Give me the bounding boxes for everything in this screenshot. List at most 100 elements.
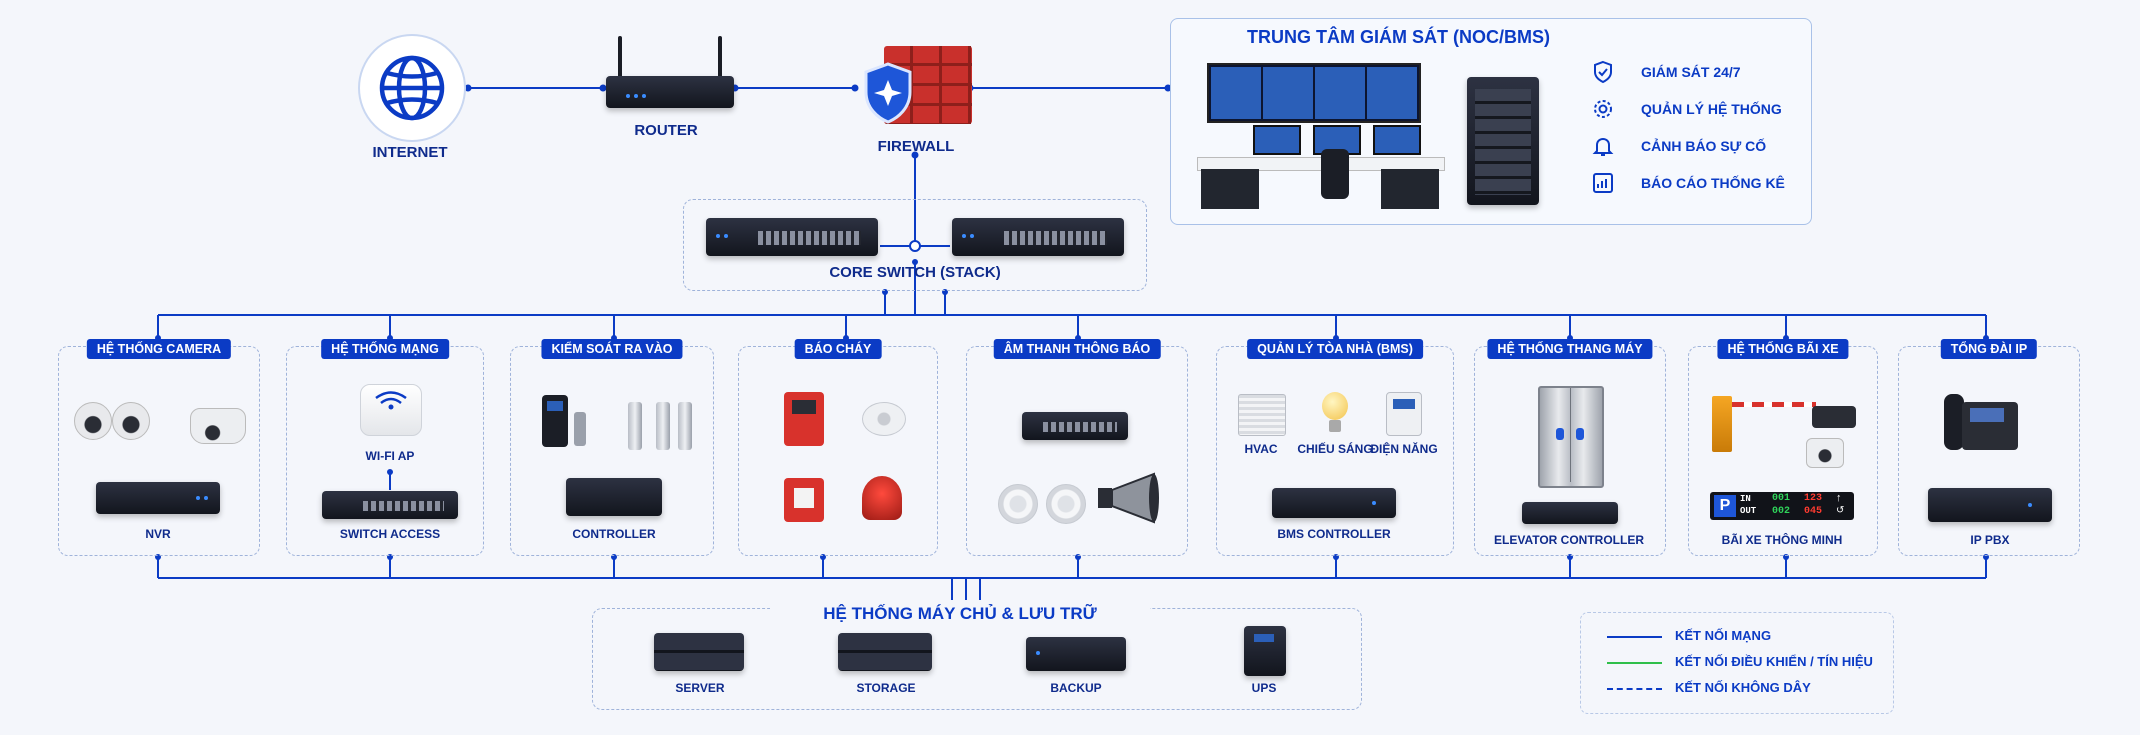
parking-in-free: 123: [1804, 493, 1823, 504]
router-icon: [606, 36, 734, 110]
bms-controller-icon: [1272, 488, 1396, 518]
ip-pbx-icon: [1928, 488, 2052, 522]
horn-speaker-icon: [1098, 472, 1159, 524]
control-desk-icon: [1381, 169, 1439, 209]
ceiling-speaker-icon: [1046, 484, 1086, 524]
bell-icon: [1592, 137, 1614, 156]
legend-label: KẾT NỐI ĐIỀU KHIỂN / TÍN HIỆU: [1675, 654, 1873, 669]
legend-solid-blue-line: [1607, 636, 1662, 638]
shield-icon: [1594, 60, 1612, 84]
lpr-camera-icon: [1806, 438, 1844, 468]
dome-camera-icon: [190, 408, 246, 444]
card-reader-icon: [542, 395, 568, 447]
nvr-label: NVR: [145, 527, 171, 541]
smart-parking-label: BÃI XE THÔNG MINH: [1721, 533, 1843, 547]
storage-title: HỆ THỐNG MÁY CHỦ & LƯU TRỮ: [770, 604, 1150, 624]
access-switch-icon: [322, 491, 458, 519]
barrier-gate-icon: [1712, 392, 1816, 452]
storage-item-label: UPS: [1251, 681, 1277, 695]
report-chart-icon: [1593, 173, 1613, 193]
core-switch-2-icon: [952, 218, 1124, 256]
panel-title: HỆ THỐNG BÃI XE: [1717, 339, 1849, 359]
light-bulb-icon: [1320, 392, 1350, 436]
core-switch-1-icon: [706, 218, 878, 256]
turnstile-icon: [628, 398, 694, 450]
panel-ip-pbx: TỔNG ĐÀI IP: [1898, 339, 2080, 556]
noc-item-label: BÁO CÁO THỐNG KÊ: [1641, 175, 1785, 191]
parking-out-count: 002: [1772, 506, 1791, 517]
manual-call-point-icon: [784, 478, 824, 522]
parking-in-label: IN: [1740, 494, 1751, 504]
panel-public-address: ÂM THANH THÔNG BÁO: [966, 339, 1188, 556]
wifi-access-point-icon: [360, 384, 422, 436]
lighting-label: CHIẾU SÁNG: [1297, 442, 1373, 456]
access-controller-icon: [566, 478, 662, 516]
panel-title: KIỂM SOÁT RA VÀO: [541, 339, 683, 359]
amplifier-icon: [1022, 412, 1128, 440]
panel-bms: QUẢN LÝ TÒA NHÀ (BMS): [1216, 339, 1454, 556]
video-wall-icon: [1207, 63, 1421, 123]
ptz-camera-icon: [74, 402, 112, 440]
panel-title: ÂM THANH THÔNG BÁO: [993, 339, 1161, 359]
fire-alarm-panel-icon: [784, 392, 824, 446]
panel-title: QUẢN LÝ TÒA NHÀ (BMS): [1247, 339, 1423, 359]
controller-label: CONTROLLER: [572, 527, 656, 541]
noc-item-label: GIÁM SÁT 24/7: [1641, 64, 1741, 80]
storage-item-label: STORAGE: [856, 681, 916, 695]
panel-fire-alarm: BÁO CHÁY: [738, 339, 938, 556]
lpr-camera-icon: [1812, 406, 1856, 428]
power-meter-icon: [1386, 392, 1422, 436]
server-rack-icon: [1467, 77, 1539, 205]
legend-row: KẾT NỐI KHÔNG DÂY: [1607, 679, 1887, 699]
legend: KẾT NỐI MẠNG KẾT NỐI ĐIỀU KHIỂN / TÍN HI…: [1580, 612, 1894, 714]
legend-solid-green-line: [1607, 662, 1662, 664]
internet-globe-icon: [358, 34, 466, 142]
noc-item-label: QUẢN LÝ HỆ THỐNG: [1641, 101, 1782, 117]
monitor-icon: [1253, 125, 1301, 155]
control-desk-icon: [1201, 169, 1259, 209]
internet-label: INTERNET: [372, 144, 448, 161]
ptz-camera-icon: [112, 402, 150, 440]
panel-title: HỆ THỐNG THANG MÁY: [1487, 339, 1653, 359]
switch-access-label: SWITCH ACCESS: [339, 527, 441, 541]
fire-siren-icon: [862, 476, 902, 520]
ceiling-speaker-icon: [998, 484, 1038, 524]
elevator-controller-icon: [1522, 502, 1618, 524]
hvac-label: HVAC: [1244, 442, 1278, 456]
panel-network-system: HỆ THỐNG MẠNG: [286, 339, 484, 556]
card-reader-icon: [574, 412, 586, 446]
router-label: ROUTER: [634, 122, 698, 139]
firewall-label: FIREWALL: [877, 138, 955, 155]
firewall-icon: [862, 42, 972, 128]
gear-icon: [1594, 100, 1612, 118]
panel-parking: HỆ THỐNG BÃI XE: [1688, 339, 1878, 556]
legend-label: KẾT NỐI KHÔNG DÂY: [1675, 680, 1811, 695]
loop-icon: ↺: [1836, 505, 1845, 516]
elevator-controller-label: ELEVATOR CONTROLLER: [1494, 533, 1644, 547]
storage-array-icon: [838, 633, 932, 671]
panel-access-control: KIỂM SOÁT RA VÀO: [510, 339, 714, 556]
ip-phone-icon: [1944, 392, 2020, 452]
nvr-icon: [96, 482, 220, 514]
monitor-icon: [1373, 125, 1421, 155]
parking-display-board: P IN OUT 001 002 123 045 ↑ ↺: [1710, 492, 1854, 520]
elevator-doors-icon: [1538, 386, 1604, 488]
chair-icon: [1321, 149, 1349, 199]
storage-item-label: SERVER: [675, 681, 725, 695]
panel-elevator: HỆ THỐNG THANG MÁY: [1474, 339, 1666, 556]
parking-p-sign: P: [1714, 495, 1736, 517]
panel-title: HỆ THỐNG CAMERA: [86, 339, 232, 359]
noc-panel: TRUNG TÂM GIÁM SÁT (NOC/BMS) GIÁM SÁT 24…: [1170, 18, 1812, 225]
noc-item-label: CẢNH BÁO SỰ CỐ: [1641, 138, 1767, 154]
panel-title: HỆ THỐNG MẠNG: [321, 339, 449, 359]
legend-row: KẾT NỐI ĐIỀU KHIỂN / TÍN HIỆU: [1607, 653, 1887, 673]
ip-pbx-label: IP PBX: [1970, 533, 2010, 547]
backup-device-icon: [1026, 637, 1126, 671]
arrow-up-icon: ↑: [1836, 492, 1842, 504]
core-switch-panel: [683, 199, 1147, 291]
bms-controller-label: BMS CONTROLLER: [1277, 527, 1391, 541]
parking-in-count: 001: [1772, 493, 1791, 504]
parking-out-label: OUT: [1740, 506, 1757, 516]
parking-out-free: 045: [1804, 506, 1823, 517]
smoke-detector-icon: [862, 402, 906, 436]
